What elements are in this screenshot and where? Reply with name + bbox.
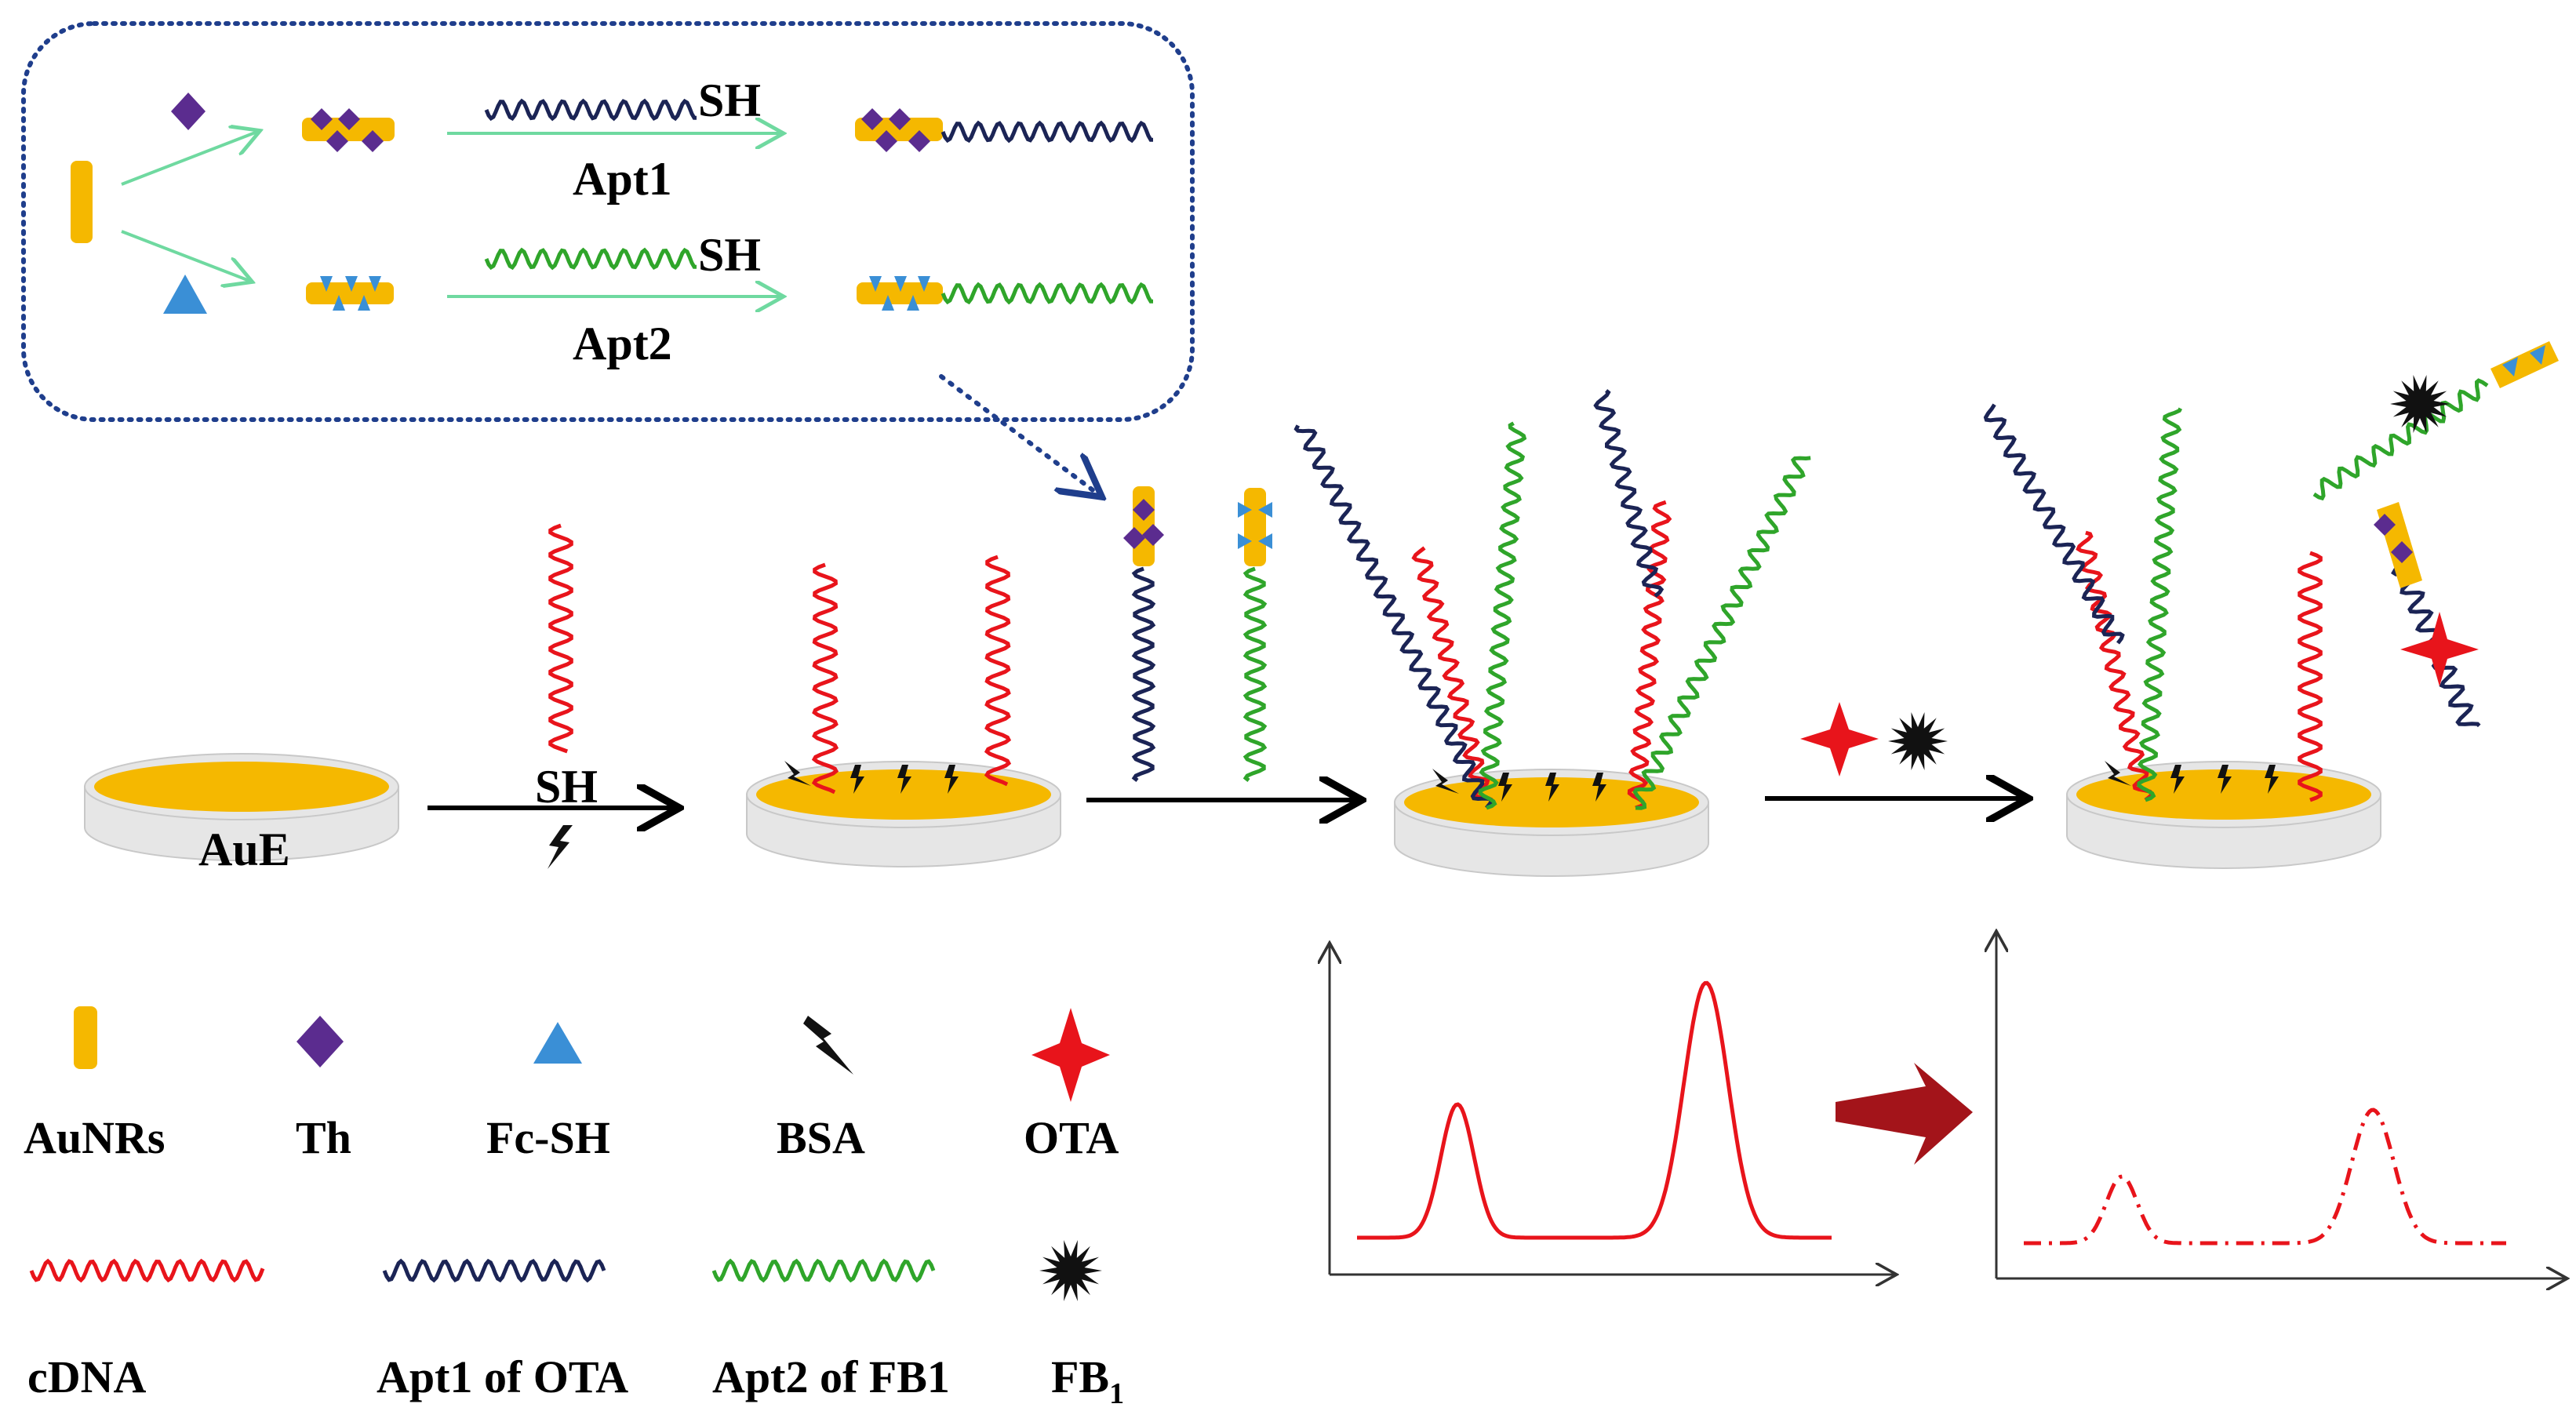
blue-triangle-icon	[2502, 357, 2518, 376]
bare-electrode: AuE	[84, 753, 399, 875]
apt1-strand	[1293, 424, 1494, 809]
apt2-strand	[2137, 407, 2183, 802]
rod-to-th-arrow	[121, 132, 257, 186]
legend-ota-icon	[1031, 1008, 1110, 1102]
released-apt1-ota-complex	[2374, 502, 2481, 728]
gold-rod-icon	[71, 161, 93, 243]
legend-fb1-label: FB1	[1051, 1351, 1124, 1410]
apt2-probe-product	[857, 276, 1153, 311]
step1-cdna-strand	[548, 523, 573, 754]
apt2-sh-label: SH	[698, 229, 761, 281]
step3-ota-icon	[1800, 702, 1879, 776]
signal-plot-before	[1330, 945, 1894, 1275]
apt1-strand	[1983, 403, 2125, 645]
cdna-electrode	[746, 555, 1061, 867]
fb1-burst-icon	[2390, 375, 2450, 433]
legend-fc-label: Fc-SH	[486, 1112, 610, 1163]
hybridized-electrode	[1293, 389, 1811, 877]
apt2-thiol-strand	[484, 247, 697, 271]
legend-apt2-label: Apt2 of FB1	[712, 1351, 950, 1402]
apt2-strand	[1478, 421, 1527, 810]
legend-apt1-label: Apt1 of OTA	[377, 1351, 628, 1402]
purple-diamond-icon	[171, 93, 206, 130]
apt2-strand	[2312, 378, 2489, 501]
inset-dotted-border	[21, 21, 1195, 422]
step1-sh-label: SH	[535, 761, 598, 813]
legend-bsa-label: BSA	[777, 1112, 865, 1163]
released-electrode	[1983, 403, 2381, 869]
apt1-strand	[1593, 389, 1665, 598]
purple-diamond-icon	[2374, 514, 2396, 536]
cdna-strand	[1411, 546, 1496, 809]
apt2-strand	[1632, 456, 1811, 810]
aunr-fc-conjugate-icon	[306, 276, 394, 311]
rod-to-fc-arrow	[121, 230, 249, 281]
step3-fb1-icon	[1888, 712, 1948, 770]
apt2-label: Apt2	[573, 318, 672, 369]
legend-bsa-icon	[803, 1016, 853, 1075]
ota-star-icon	[2400, 612, 2479, 686]
electrode-label: AuE	[198, 824, 290, 875]
inset-connector-arrow	[939, 374, 1098, 494]
step1-bsa-icon	[548, 825, 573, 869]
legend-aunrs-label: AuNRs	[24, 1112, 166, 1163]
legend-aunrs-icon	[74, 1006, 97, 1069]
legend: AuNRs Th Fc-SH BSA OTA cDNA Apt1 of OTA …	[24, 1006, 1124, 1410]
legend-ota-label: OTA	[1024, 1112, 1119, 1163]
apt1-probe	[1123, 486, 1164, 782]
apt1-thiol-strand	[484, 98, 697, 122]
legend-fb1-subscript: 1	[1109, 1377, 1124, 1410]
apt1-sh-label: SH	[698, 75, 761, 126]
apt1-probe-product	[855, 108, 1153, 152]
legend-fc-icon	[533, 1022, 582, 1064]
legend-apt1-icon	[382, 1258, 606, 1283]
cdna-strand	[2076, 530, 2155, 802]
legend-fb1-icon	[1039, 1240, 1102, 1301]
purple-diamond-icon	[2391, 541, 2413, 563]
legend-cdna-icon	[29, 1258, 265, 1283]
aunr-th-conjugate-icon	[302, 108, 395, 152]
blue-triangle-icon	[163, 275, 207, 314]
gold-rod-icon	[2490, 341, 2559, 388]
apt2-probe	[1238, 488, 1272, 782]
legend-th-label: Th	[296, 1112, 351, 1163]
preparation-inset: SH Apt1 SH Apt2	[21, 21, 1195, 422]
legend-cdna-label: cDNA	[27, 1351, 147, 1402]
legend-th-icon	[297, 1016, 344, 1067]
cdna-strand	[1627, 500, 1672, 810]
blue-triangle-icon	[2530, 345, 2545, 365]
signal-plot-after	[1996, 933, 2565, 1278]
released-apt2-fb1-complex	[2312, 341, 2559, 501]
cdna-strand	[2298, 551, 2323, 802]
apt1-label: Apt1	[573, 153, 672, 205]
legend-apt2-icon	[711, 1258, 936, 1283]
signal-decrease-arrow	[1836, 1063, 1973, 1165]
